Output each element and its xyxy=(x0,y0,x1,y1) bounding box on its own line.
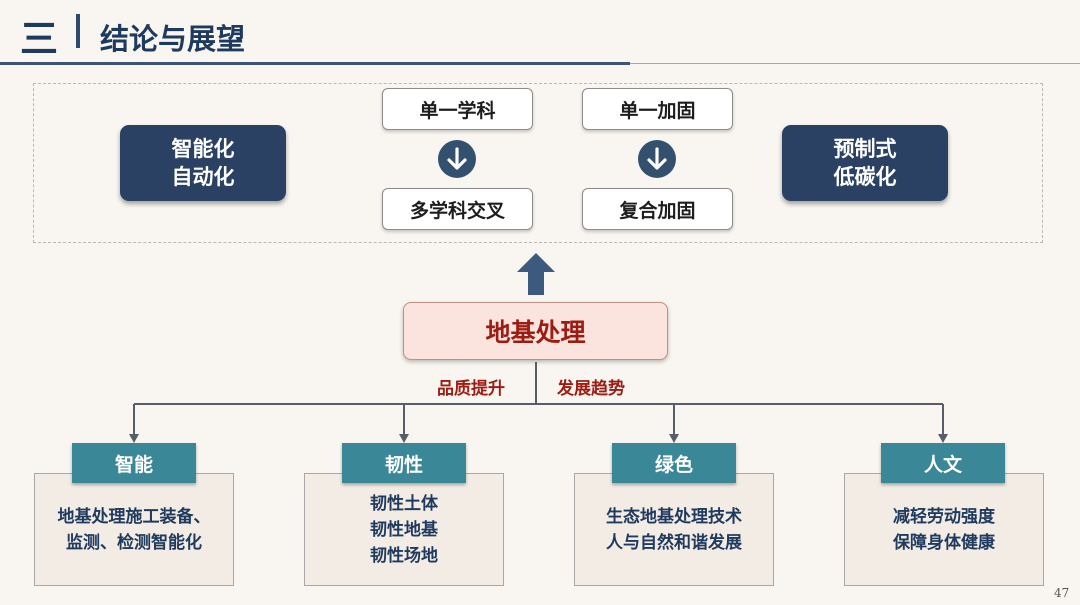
side-box-line: 低碳化 xyxy=(833,165,897,189)
category-tab-intelligent: 智能 xyxy=(72,443,196,483)
category-item: 监测、检测智能化 xyxy=(66,532,202,553)
arrow-down-circle-icon xyxy=(638,140,676,178)
quality-improvement-label: 品质提升 xyxy=(437,379,505,399)
category-item: 生态地基处理技术 xyxy=(606,506,742,527)
single-discipline-box: 单一学科 xyxy=(382,88,533,130)
category-item: 韧性土体 xyxy=(370,493,438,514)
side-box-line: 自动化 xyxy=(171,165,235,189)
category-tab-green: 绿色 xyxy=(612,443,736,483)
arrow-up-icon xyxy=(517,253,555,295)
development-trend-label: 发展趋势 xyxy=(557,379,625,399)
composite-reinforcement-box: 复合加固 xyxy=(582,188,733,230)
category-item: 韧性地基 xyxy=(370,519,438,540)
category-item: 地基处理施工装备、 xyxy=(57,506,211,527)
multi-discipline-box: 多学科交叉 xyxy=(382,188,533,230)
category-tab-resilience: 韧性 xyxy=(342,443,466,483)
section-number: 三 xyxy=(20,17,58,61)
arrow-down-circle-icon xyxy=(438,140,476,178)
category-item: 保障身体健康 xyxy=(893,532,995,553)
intelligent-automation-box: 智能化 自动化 xyxy=(120,125,286,201)
header-rule-light xyxy=(630,63,1080,64)
category-item: 韧性场地 xyxy=(370,545,438,566)
section-divider-bar xyxy=(76,14,80,48)
side-box-line: 预制式 xyxy=(833,137,897,161)
category-tab-humanistic: 人文 xyxy=(881,443,1005,483)
slide-header: 三 结论与展望 xyxy=(0,0,1080,66)
ground-treatment-core-box: 地基处理 xyxy=(403,302,668,360)
category-item: 减轻劳动强度 xyxy=(893,506,995,527)
trend-panel-frame xyxy=(33,83,1043,243)
side-box-line: 智能化 xyxy=(171,137,235,161)
category-item: 人与自然和谐发展 xyxy=(606,532,742,553)
prefab-lowcarbon-box: 预制式 低碳化 xyxy=(782,125,948,201)
category-panel-green: 生态地基处理技术 人与自然和谐发展 xyxy=(574,473,774,586)
category-panel-intelligent: 地基处理施工装备、 监测、检测智能化 xyxy=(34,473,234,586)
single-reinforcement-box: 单一加固 xyxy=(582,88,733,130)
category-panel-humanistic: 减轻劳动强度 保障身体健康 xyxy=(844,473,1044,586)
slide-title: 结论与展望 xyxy=(100,22,246,56)
page-number: 47 xyxy=(1054,586,1070,600)
category-panel-resilience: 韧性土体 韧性地基 韧性场地 xyxy=(304,473,504,586)
header-rule-dark xyxy=(0,62,630,65)
